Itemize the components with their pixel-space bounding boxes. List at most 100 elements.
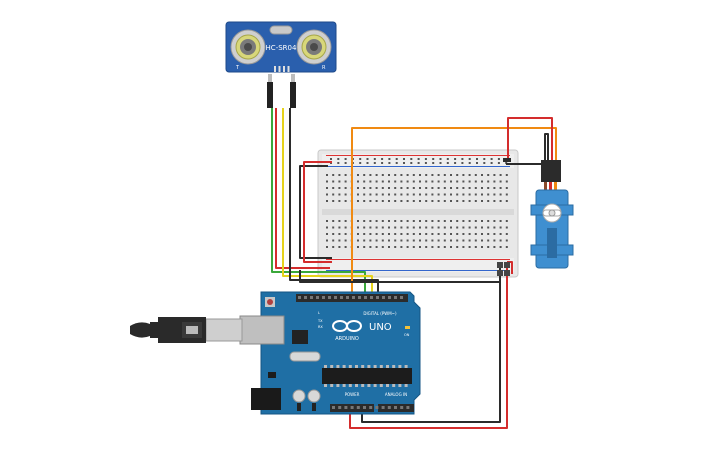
breadboard-hole [381,239,384,242]
rail-hole [461,158,464,160]
header-pin [388,296,391,299]
breadboard-hole [474,246,477,248]
rail-hole [359,162,362,164]
breadboard-hole [394,220,397,222]
breadboard-hole [357,239,359,242]
breadboard-hole [369,193,372,196]
breadboard-hole [419,193,421,196]
breadboard-hole [338,174,341,176]
rail-hole [446,162,449,164]
header-pin [340,296,343,299]
chip-leg [404,365,408,368]
breadboard-hole [344,233,347,235]
breadboard-hole [462,193,465,196]
breadboard-hole [431,200,434,202]
sensor-r-mark: R [322,65,326,71]
breadboard-hole [450,193,452,196]
breadboard-hole [499,220,502,222]
breadboard-hole [381,200,384,202]
arduino-model-text: UNO [369,322,392,333]
breadboard-hole [505,200,508,202]
rail-hole [468,162,471,164]
breadboard-hole [456,193,459,196]
breadboard-hole [474,220,477,222]
breadboard-hole [499,174,502,176]
breadboard-hole [406,220,409,222]
chip-leg [373,384,377,387]
header-pin [310,296,313,299]
breadboard-hole [499,180,502,183]
breadboard-hole [468,200,471,202]
wire-red-sensor [275,108,330,269]
header-pin [364,296,367,299]
breadboard-hole [363,200,366,202]
breadboard-hole [443,246,446,248]
breadboard-hole [481,180,483,183]
rail-hole [366,158,369,160]
header-pin [328,296,331,299]
breadboard-hole [332,226,335,229]
arduino-logo-text: ARDUINO [335,336,359,342]
breadboard-hole [450,239,452,242]
dc-jack [251,388,281,410]
breadboard-hole [375,193,378,196]
breadboard-hole [419,187,421,189]
breadboard-hole [462,226,465,229]
chip-leg [367,365,371,368]
breadboard-hole [487,220,490,222]
breadboard-hole [388,233,390,235]
header-pin [382,296,385,299]
breadboard-hole [419,226,421,229]
sensor-pin [278,66,281,72]
breadboard-hole [419,233,421,235]
on-label: ON [404,333,410,337]
header-pin [316,296,319,299]
servo-motor [530,160,574,269]
breadboard-hole [474,187,477,189]
breadboard-hole [443,180,446,183]
breadboard-hole [332,187,335,189]
rail-hole [490,158,493,160]
breadboard-hole [388,246,390,248]
breadboard-hole [468,233,471,235]
breadboard-hole [493,187,496,189]
breadboard-hole [363,187,366,189]
rail-hole [432,162,435,164]
breadboard-hole [381,174,384,176]
breadboard-hole [400,226,403,229]
rail-hole [344,158,347,160]
sensor-model-label: HC-SR04 [266,44,297,52]
header-pin [334,296,337,299]
breadboard-hole [499,187,502,189]
chip-leg [330,365,334,368]
breadboard-hole [369,226,372,229]
breadboard-hole [363,239,366,242]
breadboard-hole [468,239,471,242]
sensor-header-connectors [267,74,296,108]
breadboard-hole [443,187,446,189]
breadboard-hole [468,246,471,248]
wire-black-left-rail [299,165,332,259]
breadboard-hole [388,180,390,183]
breadboard-hole [400,239,403,242]
breadboard-hole [363,226,366,229]
breadboard-hole [344,226,347,229]
header-pin [394,296,397,299]
chip-leg [361,365,365,368]
rail-hole [337,162,340,164]
header-pin [344,406,348,409]
chip-leg [348,384,352,387]
chip-leg [324,365,327,368]
breadboard-hole [505,187,508,189]
breadboard-hole [357,226,359,229]
breadboard-hole [412,220,415,222]
wires [271,108,557,429]
breadboard-hole [363,233,366,235]
breadboard-hole [456,174,459,176]
wire-endpoints [497,158,511,276]
breadboard-hole [487,239,490,242]
breadboard-hole [474,180,477,183]
breadboard-hole [344,187,347,189]
header-pin [387,406,391,409]
breadboard-hole [326,220,328,222]
